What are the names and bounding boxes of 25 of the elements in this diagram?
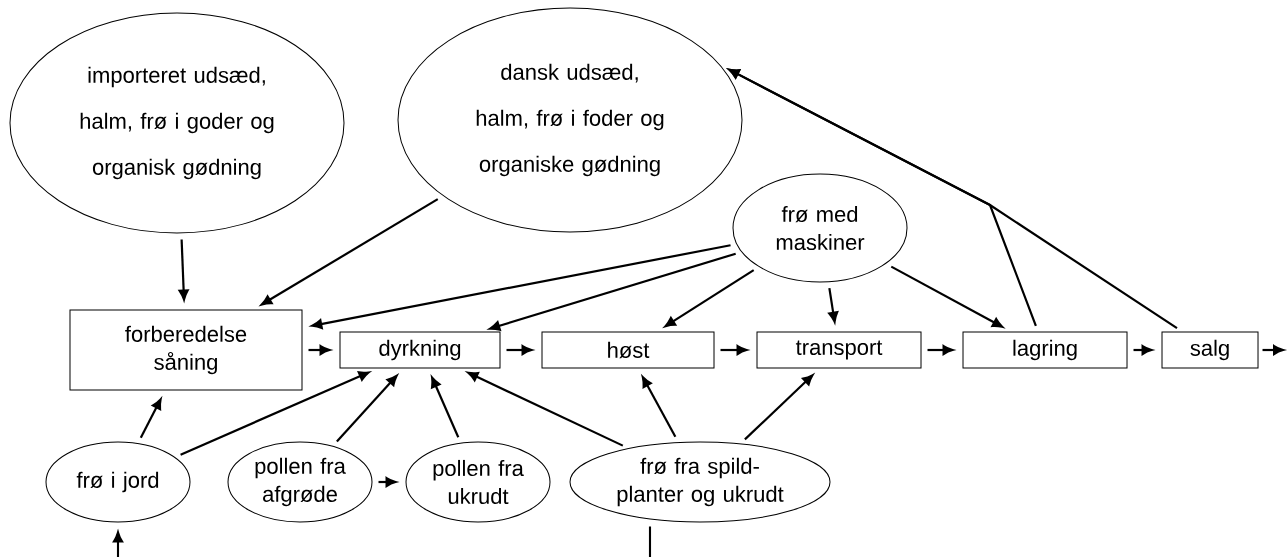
arrow <box>139 398 162 439</box>
arrow <box>641 376 677 438</box>
arrow <box>180 371 370 456</box>
arrow <box>467 371 624 447</box>
arrow <box>506 344 533 356</box>
arrow <box>828 288 839 323</box>
arrow <box>890 265 1004 328</box>
arrow <box>927 344 954 356</box>
arrow <box>336 374 398 443</box>
arrow <box>378 476 397 488</box>
process-box: transport <box>756 331 922 369</box>
arrow <box>178 239 189 301</box>
arrow <box>431 376 460 438</box>
process-box: lagring <box>962 331 1128 369</box>
arrow <box>1133 344 1153 356</box>
process-box: dyrkning <box>339 331 501 369</box>
arrow <box>308 344 331 356</box>
process-box: høst <box>541 331 715 369</box>
process-box: forberedelse såning <box>69 309 303 391</box>
process-box: salg <box>1161 331 1259 369</box>
arrow <box>720 344 748 356</box>
arrow <box>1262 344 1285 356</box>
arrow <box>728 68 1178 330</box>
arrow <box>112 531 124 557</box>
arrow <box>744 374 814 441</box>
